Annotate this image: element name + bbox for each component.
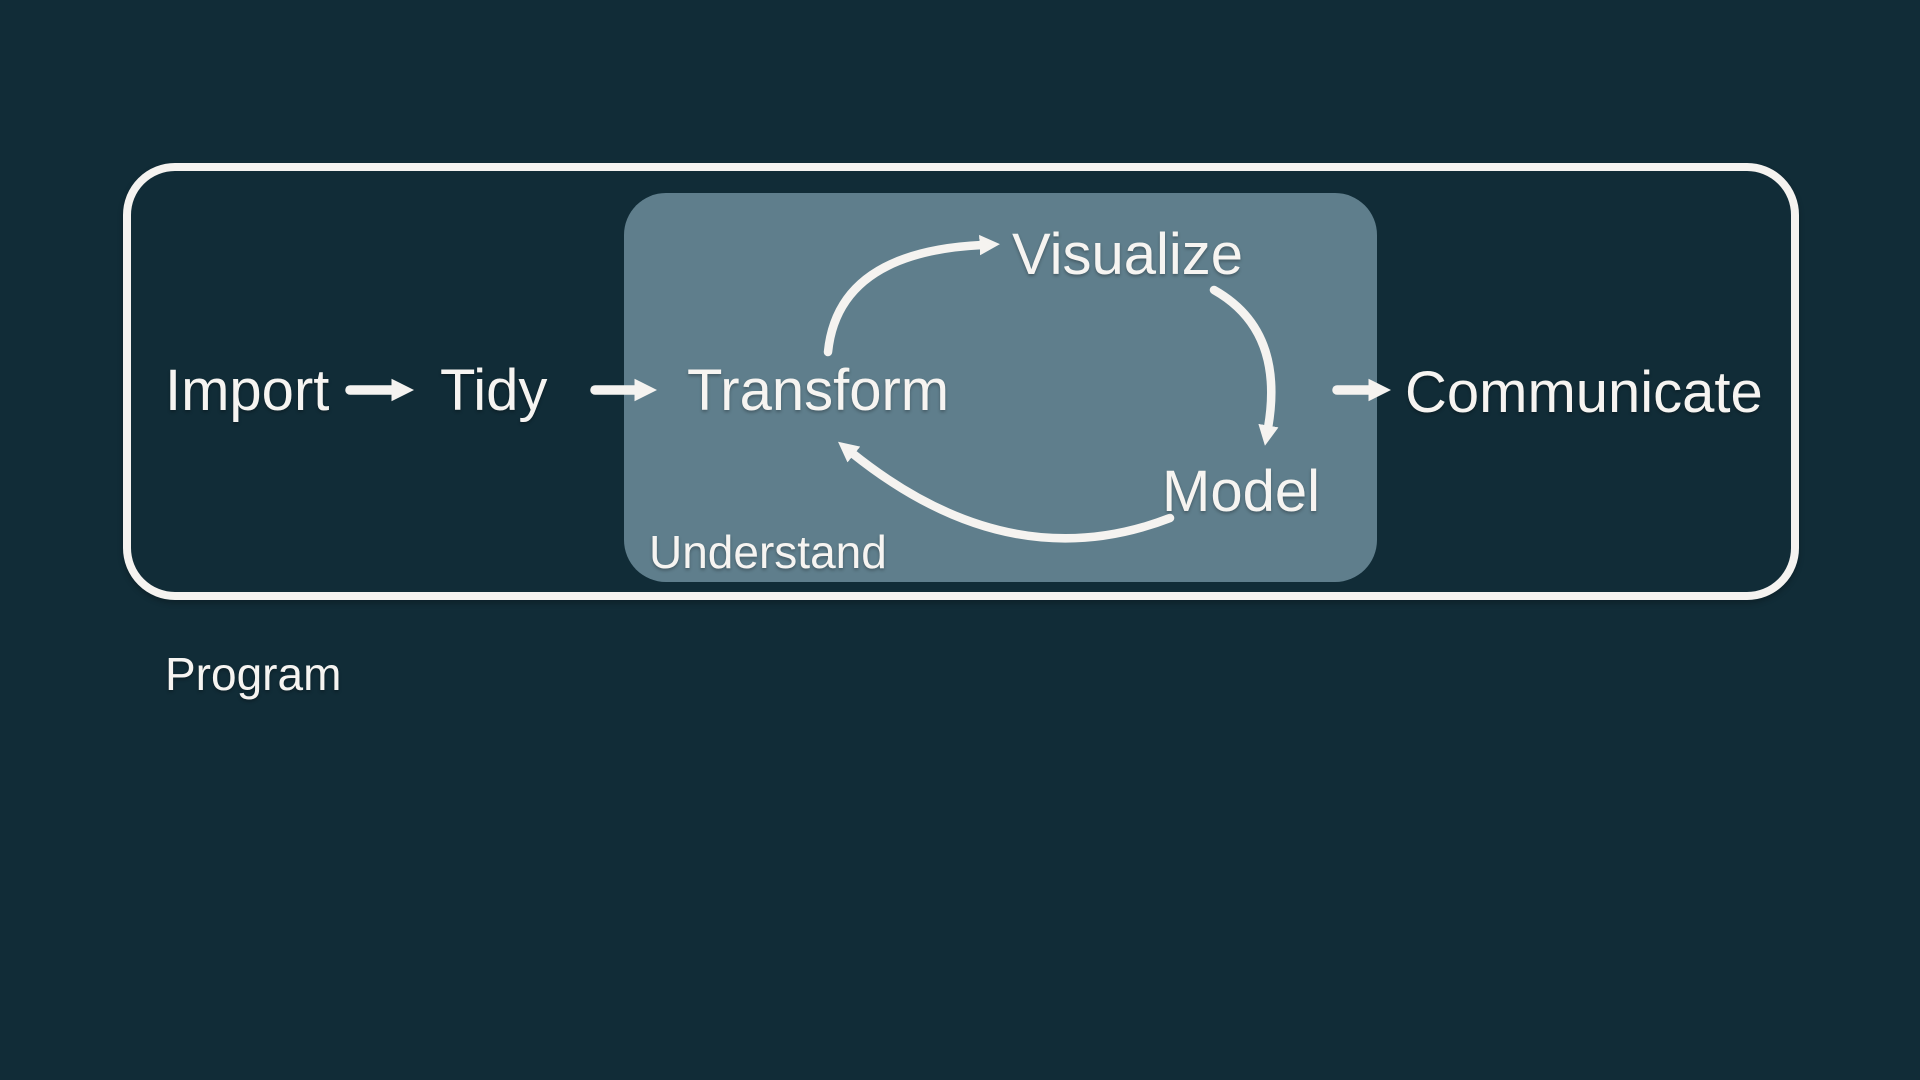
node-model: Model bbox=[1162, 459, 1320, 524]
node-tidy: Tidy bbox=[440, 358, 548, 423]
node-visualize: Visualize bbox=[1012, 222, 1244, 287]
node-communicate: Communicate bbox=[1405, 360, 1763, 425]
program-group-box bbox=[123, 163, 1799, 600]
node-import: Import bbox=[165, 358, 330, 423]
node-transform: Transform bbox=[687, 358, 950, 423]
understand-group-label: Understand bbox=[649, 526, 887, 578]
program-group-label: Program bbox=[165, 648, 342, 700]
